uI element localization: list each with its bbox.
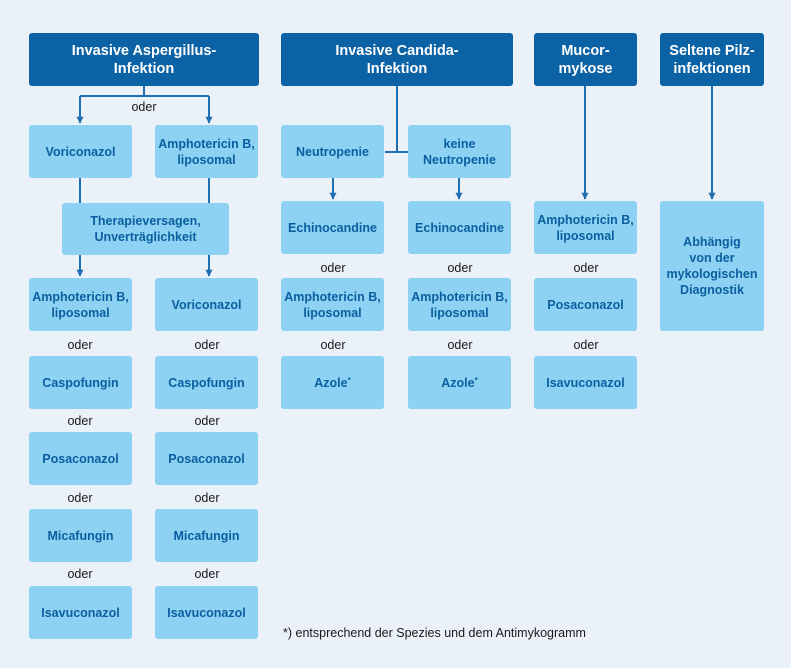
box-asp-right-3: Posaconazol bbox=[155, 432, 258, 485]
or-label: oder bbox=[194, 491, 220, 505]
box-asp-left-3: Posaconazol bbox=[29, 432, 132, 485]
azole-label: Azole bbox=[314, 375, 348, 390]
box-can-right-1: Echinocandine bbox=[408, 201, 511, 254]
or-label: oder bbox=[573, 338, 599, 352]
box-asp-right-5: Isavuconazol bbox=[155, 586, 258, 639]
box-mucor-2: Posaconazol bbox=[534, 278, 637, 331]
box-mucor-1: Amphotericin B, liposomal bbox=[534, 201, 637, 254]
or-label: oder bbox=[447, 338, 473, 352]
or-label: oder bbox=[194, 567, 220, 581]
box-asp-left-5: Isavuconazol bbox=[29, 586, 132, 639]
box-can-left-2: Amphotericin B, liposomal bbox=[281, 278, 384, 331]
box-can-right-2: Amphotericin B, liposomal bbox=[408, 278, 511, 331]
or-label: oder bbox=[447, 261, 473, 275]
or-label: oder bbox=[67, 338, 93, 352]
footnote: *) entsprechend der Spezies und dem Anti… bbox=[283, 626, 586, 640]
box-asp-amphotericin: Amphotericin B, liposomal bbox=[155, 125, 258, 178]
or-label: oder bbox=[194, 414, 220, 428]
azole-label: Azole bbox=[441, 375, 475, 390]
or-label: oder bbox=[320, 261, 346, 275]
box-can-right-3: Azole* bbox=[408, 356, 511, 409]
box-asp-left-1: Amphotericin B, liposomal bbox=[29, 278, 132, 331]
box-asp-right-2: Caspofungin bbox=[155, 356, 258, 409]
box-asp-right-4: Micafungin bbox=[155, 509, 258, 562]
or-label: oder bbox=[67, 491, 93, 505]
or-label: oder bbox=[320, 338, 346, 352]
box-asp-right-1: Voriconazol bbox=[155, 278, 258, 331]
box-can-left-1: Echinocandine bbox=[281, 201, 384, 254]
box-no-neutropenia: keine Neutropenie bbox=[408, 125, 511, 178]
header-mucor: Mucor- mykose bbox=[534, 33, 637, 86]
or-label: oder bbox=[573, 261, 599, 275]
or-label: oder bbox=[131, 100, 157, 114]
box-asp-left-4: Micafungin bbox=[29, 509, 132, 562]
box-therapy-failure: Therapieversagen, Unverträglichkeit bbox=[62, 203, 229, 255]
box-can-left-3: Azole* bbox=[281, 356, 384, 409]
header-aspergillus: Invasive Aspergillus- Infektion bbox=[29, 33, 259, 86]
box-asp-voriconazol: Voriconazol bbox=[29, 125, 132, 178]
or-label: oder bbox=[194, 338, 220, 352]
header-rare-infections: Seltene Pilz- infektionen bbox=[660, 33, 764, 86]
header-candida: Invasive Candida- Infektion bbox=[281, 33, 513, 86]
box-neutropenia: Neutropenie bbox=[281, 125, 384, 178]
box-asp-left-2: Caspofungin bbox=[29, 356, 132, 409]
box-rare-diagnostics: Abhängig von der mykologischen Diagnosti… bbox=[660, 201, 764, 331]
or-label: oder bbox=[67, 567, 93, 581]
box-mucor-3: Isavuconazol bbox=[534, 356, 637, 409]
or-label: oder bbox=[67, 414, 93, 428]
